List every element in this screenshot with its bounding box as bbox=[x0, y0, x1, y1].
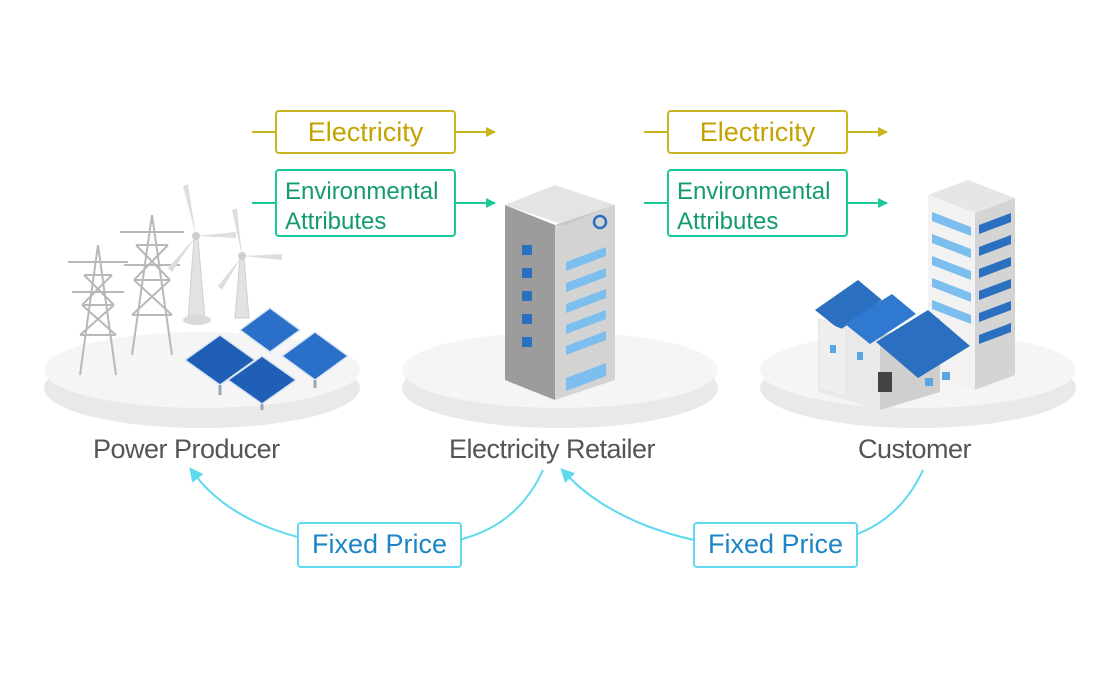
electricity-box-right: Electricity bbox=[667, 110, 848, 154]
transmission-tower-icon bbox=[120, 214, 184, 356]
solar-panel-icon bbox=[183, 307, 350, 410]
office-building-icon bbox=[505, 185, 615, 400]
fixed-price-box-left: Fixed Price bbox=[297, 522, 462, 568]
fixed-price-label-left: Fixed Price bbox=[311, 529, 448, 559]
transmission-tower-icon bbox=[68, 244, 128, 376]
fixed-price-label-right: Fixed Price bbox=[707, 529, 844, 559]
environmental-label-left-line2: Attributes bbox=[285, 208, 387, 235]
environmental-label-left-line1: Environmental bbox=[285, 178, 439, 205]
electricity-label-left: Electricity bbox=[307, 117, 424, 147]
wind-turbine-icon bbox=[168, 184, 236, 325]
environmental-label-right-line1: Environmental bbox=[677, 178, 831, 205]
electricity-retailer-label: Electricity Retailer bbox=[449, 434, 656, 464]
electricity-box-left: Electricity bbox=[275, 110, 456, 154]
power-producer-label: Power Producer bbox=[93, 434, 280, 464]
wind-turbine-icon bbox=[218, 208, 282, 319]
factory-icon bbox=[815, 280, 970, 410]
environmental-attributes-box-left: Environmental Attributes bbox=[275, 169, 456, 237]
fixed-price-box-right: Fixed Price bbox=[693, 522, 858, 568]
customer-label: Customer bbox=[858, 434, 972, 464]
electricity-label-right: Electricity bbox=[699, 117, 816, 147]
environmental-attributes-box-right: Environmental Attributes bbox=[667, 169, 848, 237]
environmental-label-right-line2: Attributes bbox=[677, 208, 779, 235]
